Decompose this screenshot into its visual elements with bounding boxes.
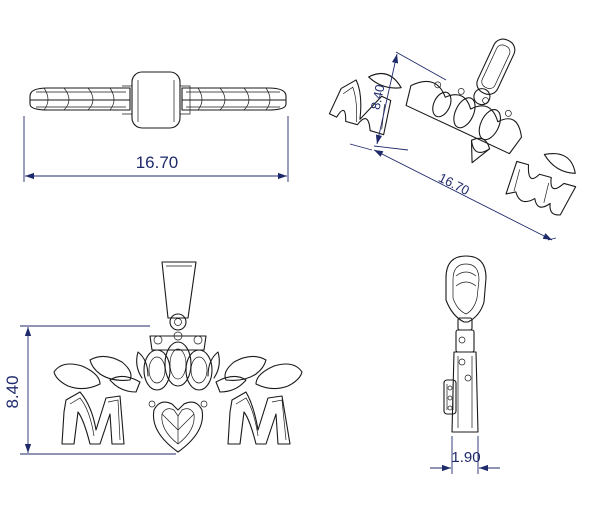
front-view [53,261,303,453]
dimension-front-height: 8.40 [3,325,176,455]
dimension-iso-width: 16.70 [349,143,557,241]
side-view [443,255,487,433]
dimension-top-width-label: 16.70 [136,153,179,172]
dimension-side-thickness: 1.90 [430,436,500,474]
dimension-iso-height-label: 8.40 [368,83,388,111]
top-view [29,71,287,129]
dimension-top-width: 16.70 [23,116,289,182]
dimension-iso-height: 8.40 [368,51,447,151]
dimension-iso-width-label: 16.70 [436,170,472,198]
dimension-side-thickness-label: 1.90 [451,449,480,466]
dimension-front-height-label: 8.40 [3,375,22,408]
